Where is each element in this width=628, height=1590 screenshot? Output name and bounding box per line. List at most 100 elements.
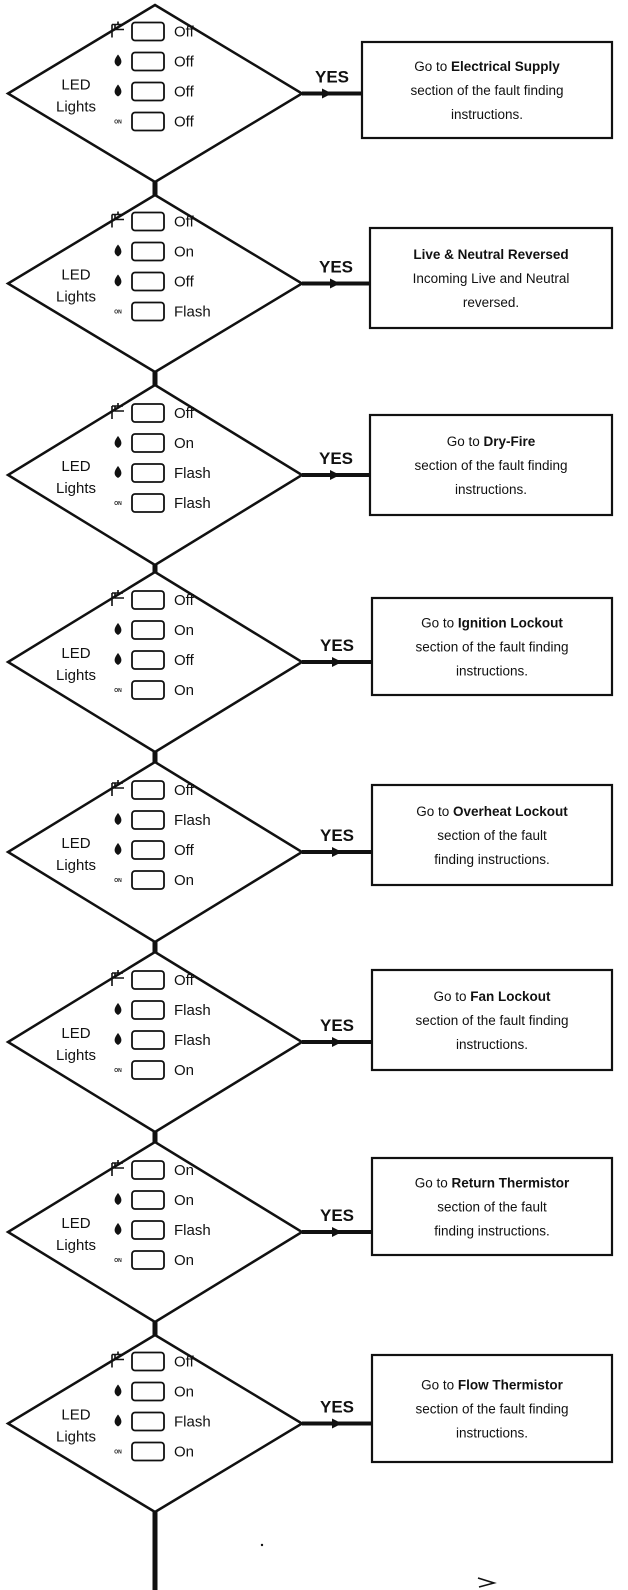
result-text: section of the fault finding xyxy=(415,640,568,655)
result-text: instructions. xyxy=(456,664,528,679)
led-indicator xyxy=(131,1060,165,1080)
arrowhead xyxy=(332,1037,342,1047)
power-on-icon: ON xyxy=(114,688,122,694)
flame-icon xyxy=(114,54,122,67)
result-text: finding instructions. xyxy=(434,852,550,867)
yes-label: YES xyxy=(320,826,354,845)
led-indicator xyxy=(131,403,165,423)
result-text-line: finding instructions. xyxy=(434,852,550,867)
result-text: Go to xyxy=(447,434,484,449)
led-state: Off xyxy=(174,1354,195,1371)
result-text-line: section of the fault finding xyxy=(410,83,563,98)
led-indicator xyxy=(131,810,165,830)
led-label: LED xyxy=(61,645,90,662)
arrowhead xyxy=(330,470,340,480)
result-text: section of the fault finding xyxy=(415,1013,568,1028)
result-text-line: section of the fault finding xyxy=(415,1402,568,1417)
on-icon-label: ON xyxy=(114,1068,122,1074)
result-box xyxy=(360,40,614,140)
flame-icon xyxy=(114,1384,122,1397)
result-box xyxy=(370,596,614,697)
result-text-line: section of the fault finding xyxy=(415,1013,568,1028)
tap-icon xyxy=(111,1160,124,1176)
result-text-line: instructions. xyxy=(451,107,523,122)
led-state: Flash xyxy=(174,1032,211,1049)
flame-icon xyxy=(114,653,122,665)
result-text-line: Go to Flow Thermistor xyxy=(421,1378,564,1393)
power-on-icon: ON xyxy=(114,1450,122,1456)
led-state: Off xyxy=(174,592,195,609)
led-state: Off xyxy=(174,114,195,131)
result-text-line: section of the fault finding xyxy=(415,640,568,655)
tap-icon xyxy=(111,780,124,796)
result-text-line: Go to Electrical Supply xyxy=(414,59,560,74)
tap-icon xyxy=(111,1351,124,1368)
result-section-name: Return Thermistor xyxy=(452,1176,571,1191)
flame-icon xyxy=(114,843,122,855)
led-indicator xyxy=(131,1220,165,1240)
result-text: instructions. xyxy=(456,1426,528,1441)
flame-icon xyxy=(114,466,122,478)
led-state: Flash xyxy=(174,1222,211,1239)
on-icon-label: ON xyxy=(114,1450,122,1456)
led-indicator xyxy=(131,21,165,42)
lights-label: Lights xyxy=(56,1237,96,1254)
result-box xyxy=(370,783,614,887)
led-state: Off xyxy=(174,84,195,101)
lights-label: Lights xyxy=(56,1429,96,1446)
flame-icon xyxy=(114,623,122,635)
led-state: Flash xyxy=(174,812,211,829)
arrowhead xyxy=(332,1418,342,1429)
led-indicator xyxy=(131,680,165,700)
led-indicator xyxy=(131,1030,165,1050)
led-state: Off xyxy=(174,782,195,799)
yes-label: YES xyxy=(319,449,353,468)
on-icon-label: ON xyxy=(114,310,122,316)
result-section-name: Dry-Fire xyxy=(484,434,536,449)
yes-label: YES xyxy=(315,68,349,87)
led-state: On xyxy=(174,1062,194,1079)
led-indicator xyxy=(131,1190,165,1210)
result-text-line: section of the fault finding xyxy=(414,458,567,473)
led-state: On xyxy=(174,1444,194,1461)
result-text: instructions. xyxy=(456,1037,528,1052)
result-text-line: Go to Overheat Lockout xyxy=(416,804,568,819)
result-text-line: instructions. xyxy=(456,1037,528,1052)
on-icon-label: ON xyxy=(114,120,122,126)
stray-dot xyxy=(260,1543,264,1547)
led-indicator xyxy=(131,271,165,292)
led-state: Off xyxy=(174,652,195,669)
led-label: LED xyxy=(61,267,90,284)
led-state: Flash xyxy=(174,1002,211,1019)
led-indicator xyxy=(131,433,165,453)
flame-icon xyxy=(114,1193,122,1205)
flame-icon xyxy=(114,1414,122,1427)
led-indicator xyxy=(131,81,165,102)
arrowhead xyxy=(332,1227,342,1237)
led-indicator xyxy=(131,1160,165,1180)
led-state: Off xyxy=(174,972,195,989)
yes-label: YES xyxy=(320,1206,354,1225)
led-indicator xyxy=(131,301,165,322)
led-label: LED xyxy=(61,1215,90,1232)
result-box xyxy=(370,1353,614,1464)
led-state: On xyxy=(174,682,194,699)
lights-label: Lights xyxy=(56,289,96,306)
result-text-line: Go to Dry-Fire xyxy=(447,434,536,449)
result-text: Go to xyxy=(414,59,451,74)
result-text-line: Incoming Live and Neutral xyxy=(413,271,570,286)
result-text: Go to xyxy=(433,989,470,1004)
led-state: Off xyxy=(174,54,195,71)
result-text: Go to xyxy=(421,1378,458,1393)
result-text-line: instructions. xyxy=(456,1426,528,1441)
led-indicator xyxy=(131,1250,165,1270)
result-section-name: Flow Thermistor xyxy=(458,1378,564,1393)
arrowhead xyxy=(332,847,342,857)
yes-label: YES xyxy=(320,1016,354,1035)
led-indicator xyxy=(131,1000,165,1020)
led-indicator xyxy=(131,870,165,890)
led-indicator xyxy=(131,463,165,483)
